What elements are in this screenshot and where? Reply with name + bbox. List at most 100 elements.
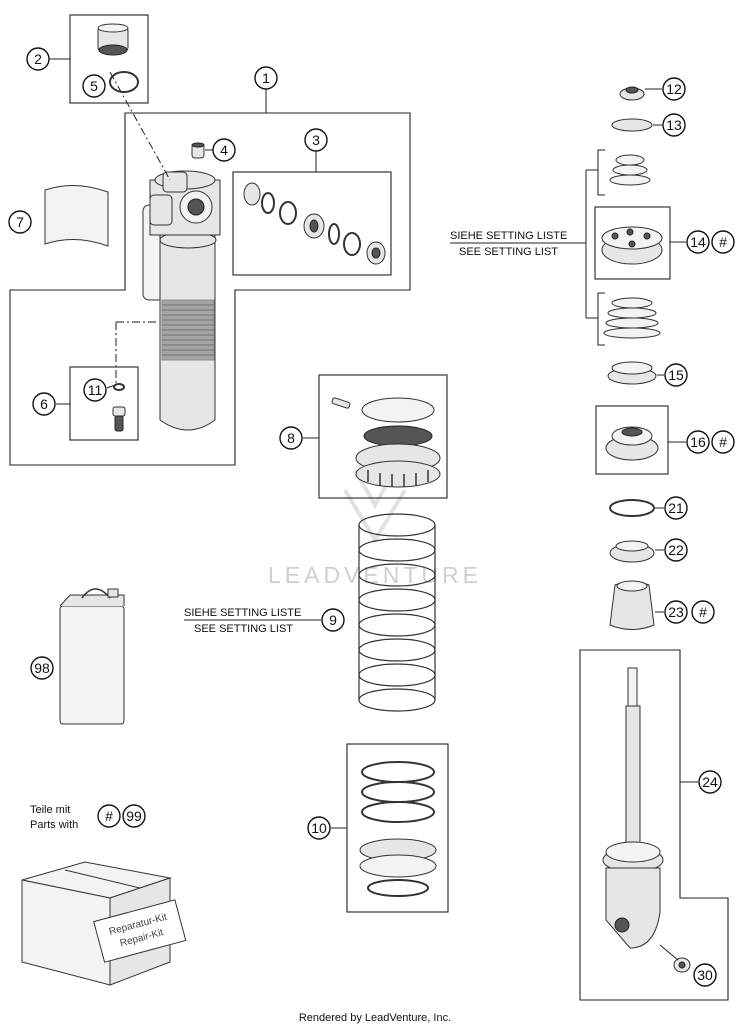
callout-9[interactable]: 9 bbox=[321, 608, 345, 632]
leader-30 bbox=[659, 944, 679, 961]
setting-note-piston: SIEHE SETTING LISTE SEE SETTING LIST bbox=[450, 230, 567, 258]
svg-text:22: 22 bbox=[668, 542, 684, 558]
compression-part-15 bbox=[607, 361, 657, 385]
svg-text:9: 9 bbox=[329, 612, 337, 628]
svg-text:24: 24 bbox=[702, 774, 718, 790]
callout-16[interactable]: 16 bbox=[686, 430, 710, 454]
valve-part-4 bbox=[191, 142, 205, 159]
valve-part-6 bbox=[112, 406, 126, 432]
spring-seat-parts bbox=[359, 761, 437, 897]
washer-part-11 bbox=[113, 383, 125, 391]
repair-kit-box: Reparatur-Kit Repair-Kit bbox=[21, 861, 187, 986]
bracket-setting-list-14 bbox=[525, 169, 598, 319]
callout-8[interactable]: 8 bbox=[279, 426, 303, 450]
callout-3[interactable]: 3 bbox=[304, 128, 328, 152]
callout-13[interactable]: 13 bbox=[662, 113, 686, 137]
svg-text:4: 4 bbox=[220, 142, 228, 158]
svg-text:14: 14 bbox=[690, 234, 706, 250]
assembly-1-frame bbox=[9, 112, 411, 466]
svg-text:99: 99 bbox=[126, 808, 142, 824]
svg-text:6: 6 bbox=[40, 396, 48, 412]
svg-text:11: 11 bbox=[88, 382, 103, 398]
spring-adjuster-part bbox=[331, 397, 441, 488]
callout-hash-legend[interactable]: # bbox=[97, 804, 121, 828]
svg-text:#: # bbox=[719, 434, 727, 450]
svg-text:2: 2 bbox=[34, 51, 42, 67]
bump-rubber-part-23 bbox=[609, 580, 655, 630]
svg-text:#: # bbox=[699, 604, 707, 620]
assembly-14-frame bbox=[594, 206, 671, 280]
callout-14-hash[interactable]: # bbox=[711, 230, 735, 254]
piston-part-14 bbox=[601, 226, 663, 265]
callout-98[interactable]: 98 bbox=[30, 656, 54, 680]
svg-text:21: 21 bbox=[668, 500, 684, 516]
svg-text:15: 15 bbox=[668, 367, 684, 383]
callout-1[interactable]: 1 bbox=[254, 66, 278, 90]
reservoir-cap-part bbox=[97, 23, 129, 56]
setting-note-piston-de: SIEHE SETTING LISTE bbox=[450, 230, 567, 242]
svg-text:7: 7 bbox=[16, 214, 24, 230]
leader-valve-line bbox=[115, 321, 158, 385]
callout-2[interactable]: 2 bbox=[26, 47, 50, 71]
callout-11[interactable]: 11 bbox=[83, 378, 107, 402]
callout-7[interactable]: 7 bbox=[8, 210, 32, 234]
legend: Teile mit Parts with bbox=[30, 804, 78, 831]
shock-absorber-body bbox=[142, 170, 221, 431]
callout-14[interactable]: 14 bbox=[686, 230, 710, 254]
callout-22[interactable]: 22 bbox=[664, 538, 688, 562]
bushing-part-22 bbox=[609, 540, 655, 563]
callout-6[interactable]: 6 bbox=[32, 392, 56, 416]
callout-21[interactable]: 21 bbox=[664, 496, 688, 520]
svg-text:3: 3 bbox=[312, 132, 320, 148]
callout-10[interactable]: 10 bbox=[307, 816, 331, 840]
setting-note-spring-de: SIEHE SETTING LISTE bbox=[184, 607, 301, 619]
svg-text:98: 98 bbox=[34, 660, 50, 676]
callout-23-hash[interactable]: # bbox=[691, 600, 715, 624]
svg-text:#: # bbox=[105, 808, 113, 824]
svg-text:5: 5 bbox=[90, 78, 98, 94]
piston-rod-part bbox=[602, 667, 664, 949]
callout-12[interactable]: 12 bbox=[662, 77, 686, 101]
callout-15[interactable]: 15 bbox=[664, 363, 688, 387]
leader-reservoir-line bbox=[109, 71, 171, 181]
nut-part-12 bbox=[619, 86, 645, 101]
seal-kit-parts bbox=[243, 182, 386, 265]
svg-text:8: 8 bbox=[287, 430, 295, 446]
svg-text:13: 13 bbox=[666, 117, 682, 133]
callout-30[interactable]: 30 bbox=[693, 963, 717, 987]
o-ring-part bbox=[109, 71, 139, 93]
protective-sleeve-part bbox=[44, 184, 109, 247]
assembly-8-frame bbox=[318, 374, 448, 499]
svg-text:10: 10 bbox=[311, 820, 327, 836]
callout-16-hash[interactable]: # bbox=[711, 430, 735, 454]
legend-line2: Parts with bbox=[30, 819, 78, 831]
setting-note-spring: SIEHE SETTING LISTE SEE SETTING LIST bbox=[184, 607, 301, 635]
coil-spring-part bbox=[358, 513, 436, 712]
svg-text:23: 23 bbox=[668, 604, 684, 620]
washer-part-13 bbox=[611, 118, 653, 132]
oil-can-part bbox=[59, 588, 125, 725]
svg-text:16: 16 bbox=[690, 434, 706, 450]
callout-24[interactable]: 24 bbox=[698, 770, 722, 794]
callout-4[interactable]: 4 bbox=[212, 138, 236, 162]
legend-line1: Teile mit bbox=[30, 804, 70, 816]
svg-text:30: 30 bbox=[697, 967, 713, 983]
callout-23[interactable]: 23 bbox=[664, 600, 688, 624]
setting-note-spring-en: SEE SETTING LIST bbox=[194, 623, 293, 635]
bracket-upper-shims bbox=[597, 149, 605, 196]
svg-text:#: # bbox=[719, 234, 727, 250]
circlip-part-21 bbox=[609, 499, 655, 517]
seal-head-part-16 bbox=[605, 426, 659, 461]
bracket-lower-shims bbox=[597, 292, 605, 346]
svg-text:1: 1 bbox=[262, 70, 270, 86]
callout-99[interactable]: 99 bbox=[122, 804, 146, 828]
callout-5[interactable]: 5 bbox=[82, 74, 106, 98]
assembly-6-frame bbox=[69, 366, 139, 441]
watermark: LEADVENTURE bbox=[268, 469, 478, 588]
footer-credit: Rendered by LeadVenture, Inc. bbox=[299, 1012, 451, 1024]
assembly-24-frame bbox=[579, 649, 729, 1001]
assembly-3-frame bbox=[232, 171, 392, 276]
bushing-part-30 bbox=[673, 957, 691, 973]
svg-text:12: 12 bbox=[666, 81, 682, 97]
